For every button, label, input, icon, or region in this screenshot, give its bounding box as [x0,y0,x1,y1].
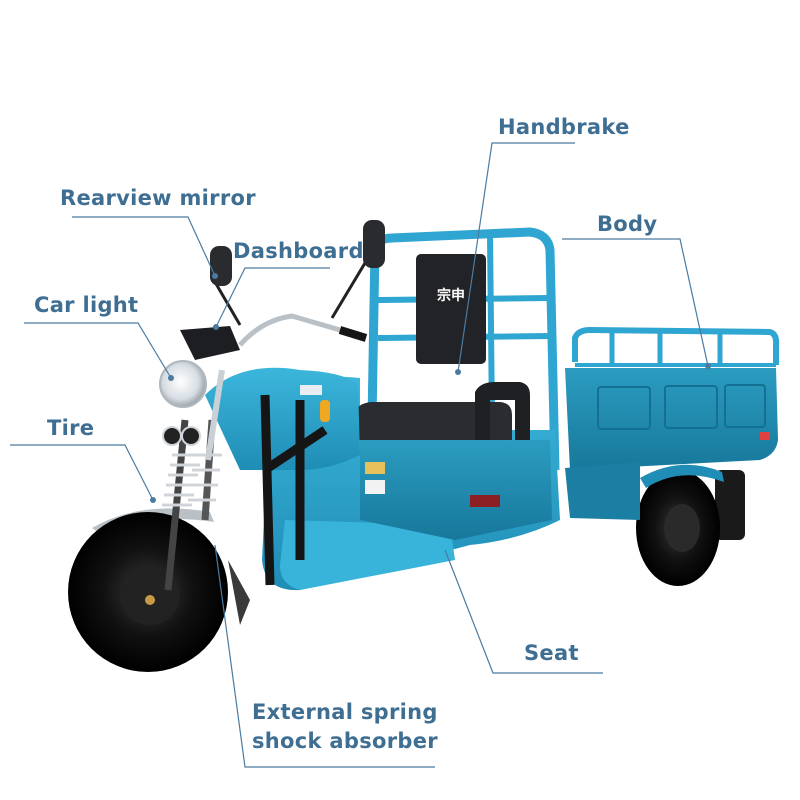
leader-line-tire [10,444,154,501]
rear-wheel [636,470,745,586]
callout-handbrake: Handbrake [498,115,630,139]
callout-shock-absorber: External spring shock absorber [252,698,452,756]
callout-body: Body [597,212,658,236]
leader-line-dashboard [215,267,330,328]
callout-tire: Tire [47,416,95,440]
leader-line-car-light [24,322,172,379]
callout-seat: Seat [524,641,579,665]
callout-dashboard: Dashboard [233,239,364,263]
anchor-dot-dashboard [213,324,219,330]
cab-frame: 宗申 [367,227,560,471]
anchor-dot-rearview-mirror [212,273,218,279]
anchor-dot-body [705,363,711,369]
cargo-body [565,326,780,520]
leader-line-shock-absorber [214,544,435,768]
leader-line-handbrake [457,142,575,373]
front-wheel [68,508,250,672]
front-suspension [162,369,225,591]
callout-shock-absorber-line-1: External spring [252,700,438,724]
anchor-dot-car-light [168,375,174,381]
leader-line-seat [444,549,603,674]
anchor-dot-handbrake [455,369,461,375]
front-fairing [205,367,360,586]
anchor-dot-tire [150,497,156,503]
leader-line-rearview-mirror [72,216,216,277]
callout-rearview-mirror: Rearview mirror [60,186,256,210]
callout-car-light: Car light [34,293,139,317]
leader-line-body [562,238,709,367]
callout-shock-absorber-line-2: shock absorber [252,729,438,753]
brand-mark-backrest: 宗申 [437,287,465,304]
